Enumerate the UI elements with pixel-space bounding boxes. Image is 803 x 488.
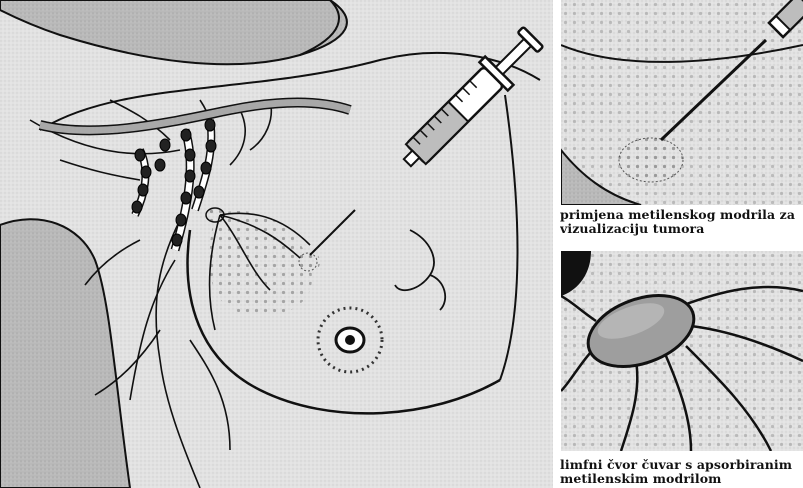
injection-closeup	[561, 0, 803, 205]
lymph-node-caption-line1: limfni čvor čuvar s apsorbiranim	[560, 458, 803, 472]
main-illustration	[0, 0, 553, 488]
lymph-node-caption: limfni čvor čuvar s apsorbiranim metilen…	[560, 458, 803, 488]
injection-caption: primjena metilenskog modrila za vizualiz…	[560, 208, 803, 236]
breast-anatomy-diagram	[0, 0, 553, 488]
injection-inset	[561, 0, 803, 205]
lymph-node-caption-line2: metilenskim modrilom	[560, 472, 803, 486]
injection-caption-line1: primjena metilenskog modrila za	[560, 208, 803, 222]
injection-caption-line2: vizualizaciju tumora	[560, 222, 803, 236]
lymph-node-inset	[561, 251, 803, 451]
lymph-node-closeup	[561, 251, 803, 451]
